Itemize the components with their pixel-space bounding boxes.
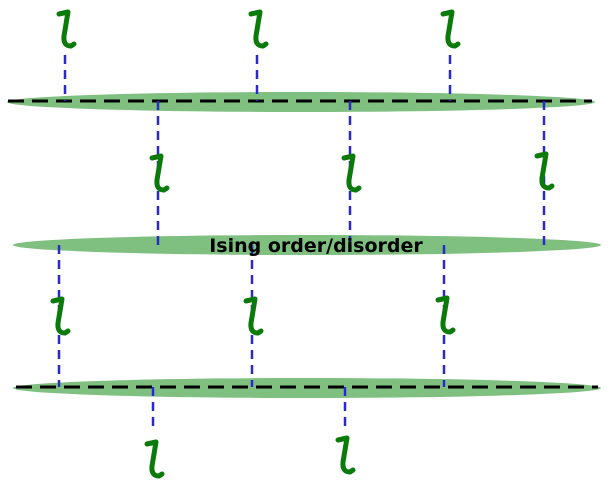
spin-symbol-icon [534, 151, 555, 191]
spin-symbol-icon [341, 153, 362, 193]
spin-symbol-icon [50, 296, 71, 336]
connector-group [57, 55, 546, 432]
spin-symbol-icon [56, 9, 77, 49]
spin-symbol-icon [335, 435, 356, 475]
spin-symbol-icon [149, 153, 170, 193]
spin-symbol-icon [144, 439, 165, 479]
band-middle [13, 235, 601, 255]
spin-symbol-icon [243, 296, 264, 336]
symbol-group [50, 9, 555, 479]
spin-symbol-icon [435, 295, 456, 335]
spin-symbol-icon [248, 9, 269, 49]
spin-symbol-icon [440, 9, 461, 49]
center-label: Ising order/disorder [209, 235, 423, 257]
